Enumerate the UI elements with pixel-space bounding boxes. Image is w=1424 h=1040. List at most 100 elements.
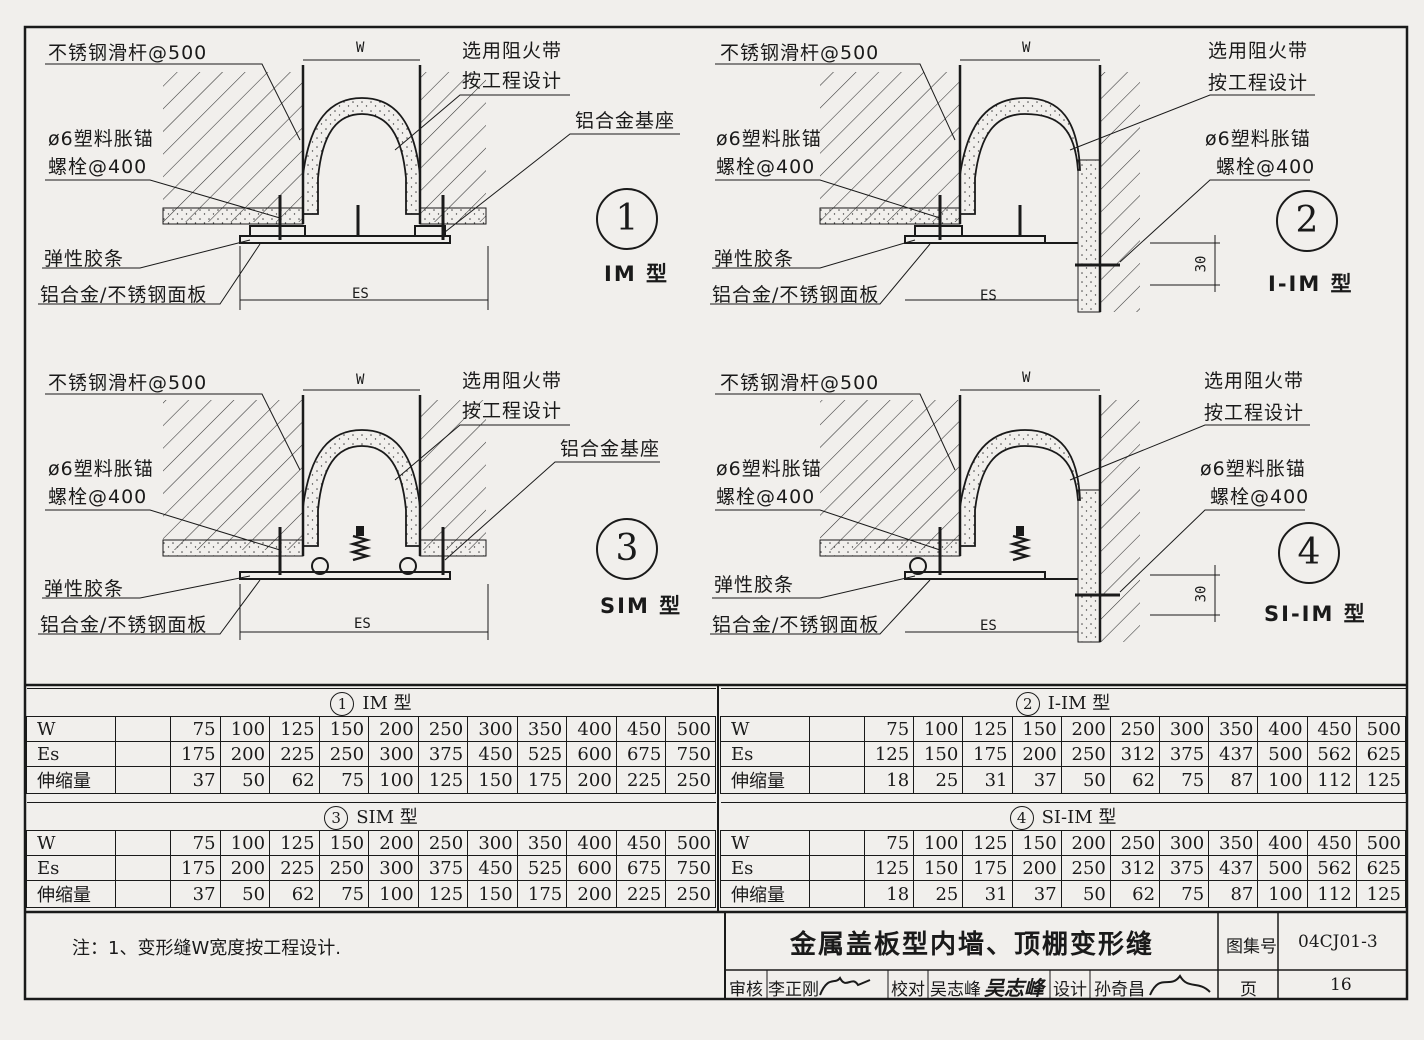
table-cell: 450: [1306, 716, 1357, 742]
table-cell: 31: [962, 880, 1013, 908]
table-cell: 250: [417, 716, 469, 742]
table-title: SIM 型: [356, 807, 418, 828]
p3-es-dim: ES: [354, 616, 371, 632]
p3-number-circle: 3: [596, 518, 658, 580]
p1-type-label: IM 型: [604, 262, 670, 286]
table-cell: 87: [1208, 880, 1259, 908]
table-cell: 200: [368, 830, 419, 856]
row-header: Es: [26, 741, 116, 767]
table-cell: 312: [1109, 741, 1161, 767]
p2-wall-anchor-spacing-label: 螺栓@400: [1216, 156, 1316, 178]
row-header: W: [26, 716, 116, 742]
blank-cell: [115, 741, 171, 767]
table-cell: 225: [269, 855, 320, 881]
table-cell: 250: [1060, 741, 1111, 767]
p1-strip-label: 弹性胶条: [44, 248, 125, 270]
table-cell: 150: [913, 855, 964, 881]
table-cell: 375: [1159, 741, 1210, 767]
p2-height-dim: 30: [1193, 255, 1210, 273]
p4-fire-band-label: 选用阻火带: [1204, 370, 1305, 392]
row-header: Es: [720, 741, 810, 767]
p2-fire-band-design-label: 按工程设计: [1208, 72, 1309, 94]
table-cell: 175: [516, 880, 568, 908]
blank-cell: [809, 741, 865, 767]
table-cell: 100: [219, 830, 271, 856]
table-cell: 500: [1355, 716, 1407, 742]
p1-anchor-spacing-label: 螺栓@400: [48, 156, 148, 178]
table-cell: 400: [566, 716, 617, 742]
checker-signature: 吴志峰: [984, 976, 1044, 1000]
table-cell: 50: [1060, 766, 1111, 794]
blank-cell: [809, 716, 865, 742]
table-cell: 50: [219, 880, 271, 908]
table-cell: 200: [1060, 830, 1111, 856]
p4-es-dim: ES: [980, 618, 997, 634]
table-cell: 125: [962, 716, 1013, 742]
table-cell: 18: [863, 880, 915, 908]
table-cell: 300: [368, 855, 419, 881]
table-cell: 125: [269, 716, 320, 742]
table-cell: 450: [467, 855, 518, 881]
table-cell: 125: [417, 880, 469, 908]
table-cell: 75: [318, 766, 370, 794]
p2-number-circle: 2: [1276, 190, 1338, 252]
table-cell: 562: [1306, 741, 1357, 767]
table-cell: 500: [665, 830, 716, 856]
table-cell: 400: [1257, 830, 1308, 856]
p4-number-circle: 4: [1278, 522, 1340, 584]
table-cell: 250: [318, 855, 370, 881]
p4-anchor-spacing-label: 螺栓@400: [716, 486, 816, 508]
blank-cell: [809, 766, 865, 794]
table-cell: 250: [1109, 716, 1161, 742]
p4-wall-anchor-spacing-label: 螺栓@400: [1210, 486, 1310, 508]
table-cell: 225: [269, 741, 320, 767]
table-cell: 562: [1306, 855, 1357, 881]
atlas-label: 图集号: [1226, 937, 1277, 957]
table-cell: 100: [913, 830, 964, 856]
panel-1-drawing: [38, 59, 680, 310]
design-label: 设计: [1053, 980, 1087, 1000]
table-cell: 100: [219, 716, 271, 742]
table-cell: 75: [863, 830, 915, 856]
reviewer-name: 李正刚: [768, 980, 819, 1000]
table-cell: 200: [1011, 741, 1062, 767]
table-cell: 625: [1355, 855, 1407, 881]
table-cell: 150: [1011, 830, 1062, 856]
table-cell: 200: [219, 855, 271, 881]
table-cell: 500: [1257, 741, 1308, 767]
table-cell: 100: [1257, 880, 1308, 908]
p4-plate-label: 铝合金/不锈钢面板: [712, 614, 880, 636]
table-cell: 62: [1109, 766, 1161, 794]
blank-cell: [809, 830, 865, 856]
table-cell: 200: [1060, 716, 1111, 742]
p4-type-label: SI-IM 型: [1264, 602, 1367, 626]
table-cell: 150: [467, 766, 518, 794]
p3-anchor-spacing-label: 螺栓@400: [48, 486, 148, 508]
table-cell: 125: [417, 766, 469, 794]
table-cell: 37: [170, 766, 221, 794]
p2-wall-anchor-label: ø6塑料胀锚: [1205, 128, 1311, 150]
table-cell: 312: [1109, 855, 1161, 881]
table-cell: 125: [863, 741, 915, 767]
table-cell: 450: [1306, 830, 1357, 856]
table-cell: 350: [1208, 830, 1259, 856]
p4-strip-label: 弹性胶条: [714, 574, 795, 596]
table-cell: 125: [962, 830, 1013, 856]
row-header: 伸缩量: [720, 880, 810, 908]
table-cell: 31: [962, 766, 1013, 794]
table-cell: 600: [566, 741, 617, 767]
row-header: W: [26, 830, 116, 856]
table-cell: 62: [269, 766, 320, 794]
sheet-title: 金属盖板型内墙、顶棚变形缝: [790, 930, 1155, 960]
table-cell: 125: [1355, 880, 1407, 908]
table-cell: 625: [1355, 741, 1407, 767]
p1-base-label: 铝合金基座: [575, 110, 676, 132]
